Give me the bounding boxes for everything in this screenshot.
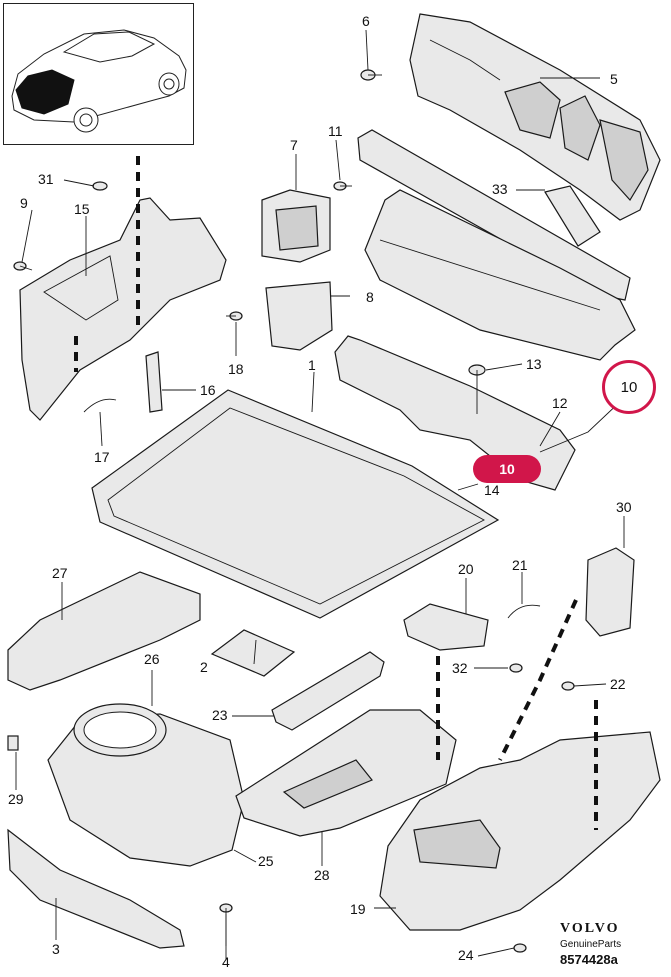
label-part-3: 3 [52,941,60,957]
part-3-sill-panel [7,828,185,949]
label-part-18: 18 [228,361,244,377]
part-2-sheet [210,629,296,677]
leader-lines [15,29,625,960]
label-part-20: 20 [458,561,474,577]
part-20-cover [403,603,489,651]
part-33-bracket [544,185,601,247]
label-part-29: 29 [8,791,24,807]
highlight-part-badge[interactable]: 10 [473,455,541,483]
highlight-callout-text: 10 [620,378,638,396]
part-10-rear-panel-strip [357,129,631,301]
part-22-clip [561,681,575,691]
part-15-left-side-trim [19,197,227,421]
label-part-24: 24 [458,947,474,963]
label-part-32: 32 [452,660,468,676]
label-part-25: 25 [258,853,274,869]
label-part-13: 13 [526,356,542,372]
label-part-21: 21 [512,557,528,573]
diagram-code: 8574428a [560,952,618,967]
car-overview-thumbnail [3,3,194,145]
part-11-clip [333,181,352,191]
label-part-31: 31 [38,171,54,187]
part-18-clip [226,311,243,321]
part-29-plug [7,735,19,751]
label-part-8: 8 [366,289,374,305]
highlight-callout-circle: 10 [602,360,656,414]
part-1-floor-mat [91,389,500,619]
part-27-side-rail [7,571,201,691]
label-part-15: 15 [74,201,90,217]
rear-shelf-panel [364,189,636,361]
part-6-clip [360,69,382,81]
part-17-wire [83,398,117,413]
label-part-16: 16 [200,382,216,398]
label-part-30: 30 [616,499,632,515]
label-part-2: 2 [200,659,208,675]
part-30-cover [585,547,635,637]
assembly-line-right-2 [498,599,578,761]
label-part-22: 22 [610,676,626,692]
part-9-clip [13,261,33,271]
label-part-11: 11 [328,123,343,139]
part-13-clip [468,364,486,414]
car-thumbnail-drawing [11,29,187,133]
label-part-7: 7 [290,137,298,153]
brand-block: VOLVO GenuineParts 8574428a [560,921,668,967]
part-5-trunk-lid-lining [409,13,661,221]
part-16-bracket [145,351,163,413]
label-part-6: 6 [362,13,370,29]
part-26-spare-wheel-well [47,703,245,867]
label-part-33: 33 [492,181,508,197]
part-31-clip [92,181,108,191]
part-32-clip [509,663,523,673]
part-23-bracket [271,651,385,731]
label-part-14: 14 [484,482,500,498]
brand-subtitle: GenuineParts [560,939,622,950]
label-part-17: 17 [94,449,110,465]
label-part-5: 5 [610,71,618,87]
label-part-4: 4 [222,954,230,970]
label-part-1: 1 [308,357,316,373]
part-24-clip [513,943,527,953]
label-part-23: 23 [212,707,228,723]
label-part-26: 26 [144,651,160,667]
part-8-cover [265,281,333,351]
label-part-12: 12 [552,395,568,411]
brand-logo-text: VOLVO [560,921,620,936]
label-part-19: 19 [350,901,366,917]
label-part-28: 28 [314,867,330,883]
label-part-9: 9 [20,195,28,211]
highlight-badge-text: 10 [499,461,515,477]
label-part-27: 27 [52,565,68,581]
part-19-right-side-trim [379,731,661,931]
part-21-wire [507,604,541,619]
